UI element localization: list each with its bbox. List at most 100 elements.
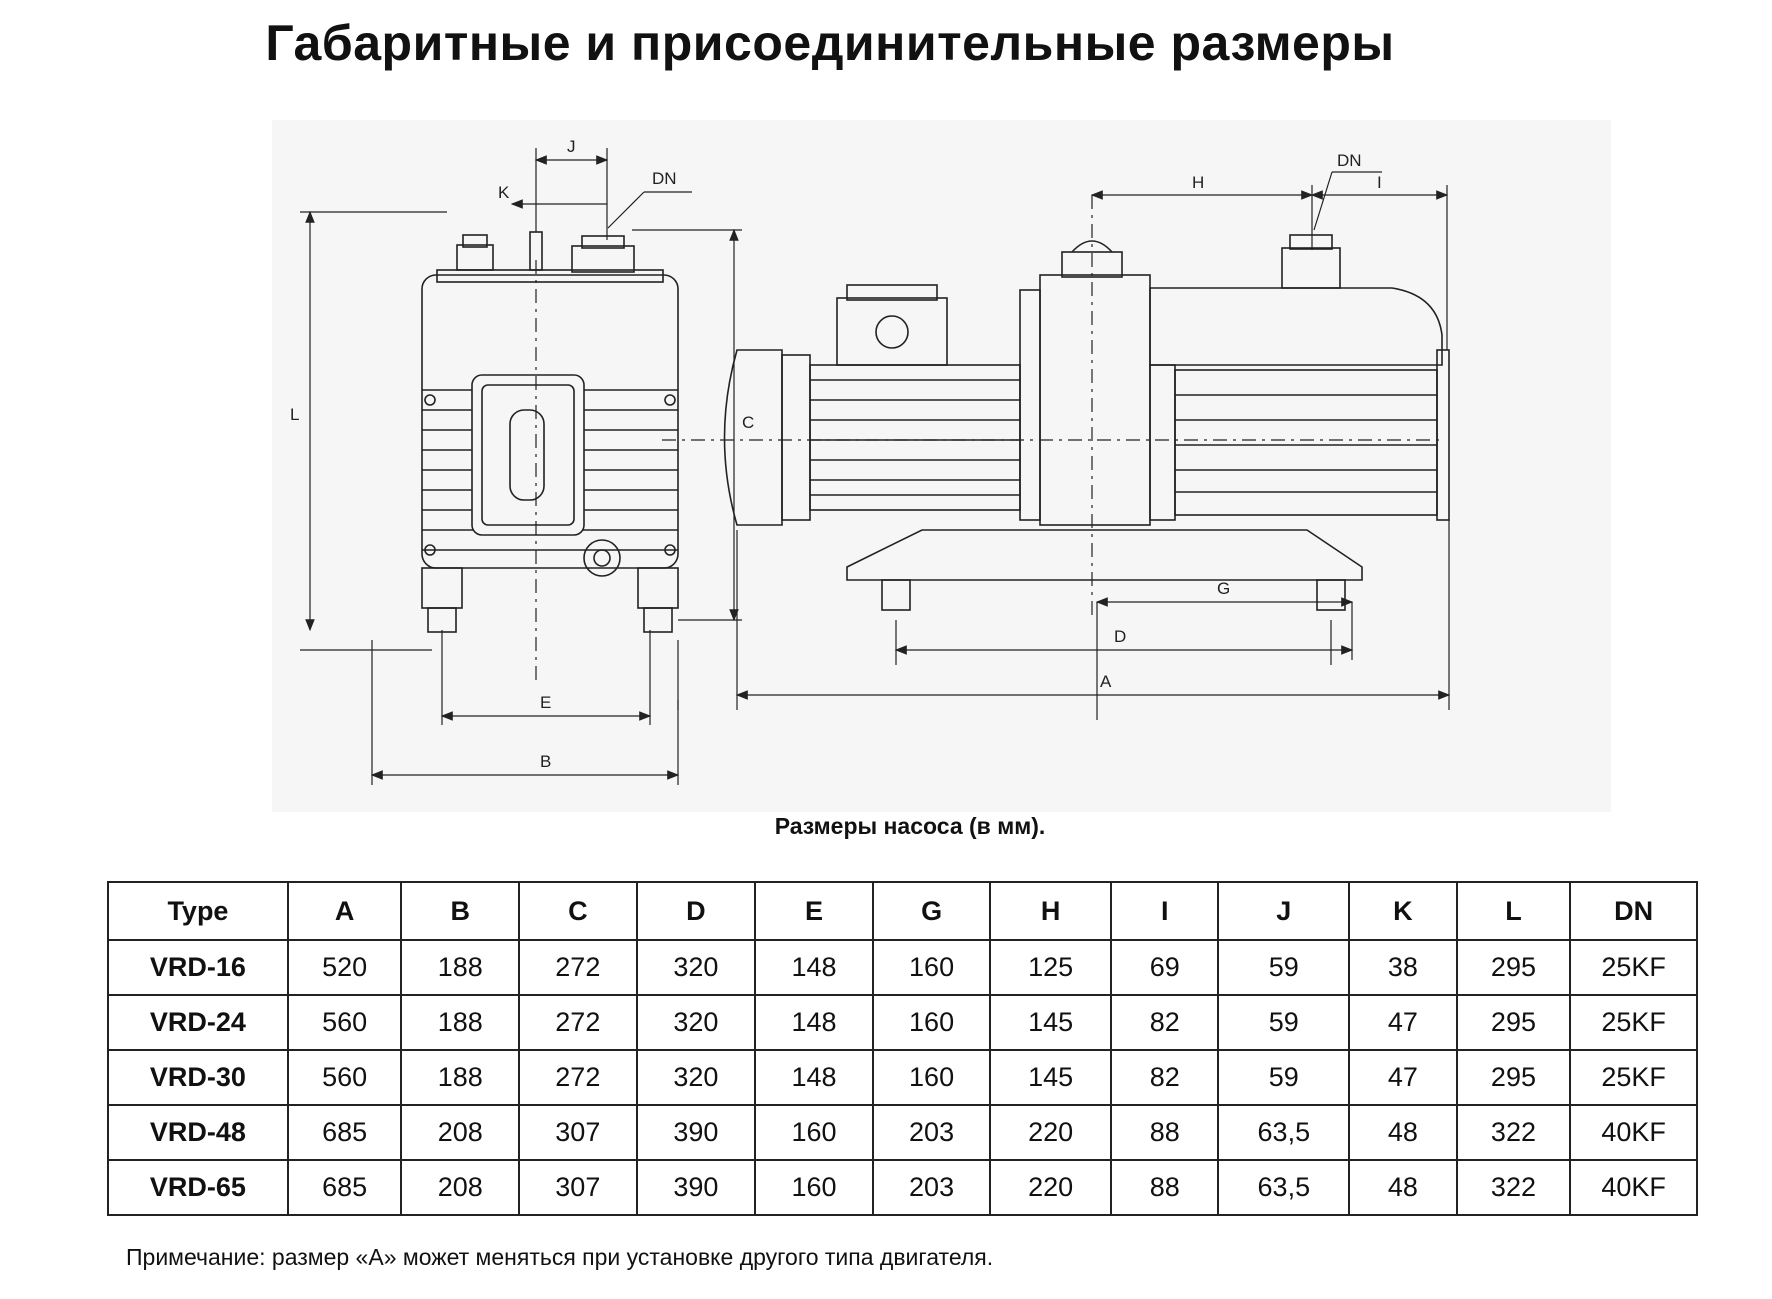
table-cell: 208 bbox=[400, 1159, 521, 1216]
table-cell: 25KF bbox=[1569, 1049, 1698, 1106]
table-row: VRD-16 520 188 272 320 148 160 125 69 59… bbox=[107, 939, 1698, 996]
table-cell: 47 bbox=[1348, 994, 1458, 1051]
table-cell: 47 bbox=[1348, 1049, 1458, 1106]
table-cell: 125 bbox=[989, 939, 1112, 996]
label-dn-side: DN bbox=[1337, 151, 1362, 170]
label-k: K bbox=[498, 183, 510, 202]
column-header: B bbox=[400, 881, 521, 941]
table-cell: 25KF bbox=[1569, 939, 1698, 996]
table-cell: 145 bbox=[989, 1049, 1112, 1106]
type-cell: VRD-16 bbox=[107, 939, 289, 996]
table-cell: 390 bbox=[635, 1159, 757, 1216]
label-c: C bbox=[742, 413, 754, 432]
label-j: J bbox=[567, 137, 576, 156]
technical-drawing-svg: J K DN L C E B DN H I G D A bbox=[290, 137, 1451, 785]
table-cell: 188 bbox=[400, 994, 521, 1051]
label-dn-front: DN bbox=[652, 169, 677, 188]
table-cell: 48 bbox=[1348, 1159, 1458, 1216]
table-cell: 203 bbox=[871, 1159, 992, 1216]
label-a: A bbox=[1100, 672, 1112, 691]
table-cell: 40KF bbox=[1569, 1159, 1698, 1216]
table-cell: 82 bbox=[1109, 1049, 1220, 1106]
table-cell: 160 bbox=[754, 1104, 874, 1161]
column-header: C bbox=[518, 881, 638, 941]
front-view bbox=[421, 231, 679, 633]
side-view bbox=[723, 234, 1450, 611]
table-cell: 307 bbox=[518, 1159, 638, 1216]
table-cell: 145 bbox=[989, 994, 1112, 1051]
column-header: J bbox=[1217, 881, 1351, 941]
table-header-row: Type A B C D E G H I J K L DN bbox=[107, 881, 1698, 941]
table-cell: 25KF bbox=[1569, 994, 1698, 1051]
table-cell: 320 bbox=[635, 1049, 757, 1106]
table-cell: 390 bbox=[635, 1104, 757, 1161]
label-g: G bbox=[1217, 579, 1230, 598]
label-d: D bbox=[1114, 627, 1126, 646]
label-i: I bbox=[1377, 173, 1382, 192]
type-cell: VRD-24 bbox=[107, 994, 289, 1051]
table-cell: 63,5 bbox=[1217, 1159, 1351, 1216]
table-cell: 320 bbox=[635, 939, 757, 996]
table-cell: 295 bbox=[1455, 1049, 1572, 1106]
table-cell: 188 bbox=[400, 1049, 521, 1106]
table-cell: 295 bbox=[1455, 994, 1572, 1051]
table-row: VRD-24 560 188 272 320 148 160 145 82 59… bbox=[107, 994, 1698, 1051]
pump-dimension-drawing: J K DN L C E B DN H I G D A bbox=[272, 120, 1611, 812]
table-cell: 82 bbox=[1109, 994, 1220, 1051]
table-cell: 88 bbox=[1109, 1104, 1220, 1161]
table-cell: 160 bbox=[871, 939, 992, 996]
column-header: A bbox=[286, 881, 403, 941]
label-e: E bbox=[540, 693, 551, 712]
table-cell: 220 bbox=[989, 1159, 1112, 1216]
table-cell: 59 bbox=[1217, 939, 1351, 996]
table-cell: 63,5 bbox=[1217, 1104, 1351, 1161]
table-row: VRD-48 685 208 307 390 160 203 220 88 63… bbox=[107, 1104, 1698, 1161]
column-header: DN bbox=[1569, 881, 1698, 941]
table-cell: 160 bbox=[754, 1159, 874, 1216]
column-header: G bbox=[871, 881, 992, 941]
type-cell: VRD-65 bbox=[107, 1159, 289, 1216]
table-cell: 88 bbox=[1109, 1159, 1220, 1216]
footnote: Примечание: размер «А» может меняться пр… bbox=[126, 1244, 994, 1270]
dimensions-table: Type A B C D E G H I J K L DN VRD-16 520… bbox=[107, 881, 1698, 1216]
table-cell: 322 bbox=[1455, 1159, 1572, 1216]
page-title: Габаритные и присоединительные размеры bbox=[265, 15, 1395, 71]
table-cell: 148 bbox=[754, 1049, 874, 1106]
column-header: E bbox=[754, 881, 874, 941]
table-cell: 560 bbox=[286, 1049, 403, 1106]
column-header: I bbox=[1109, 881, 1220, 941]
table-cell: 148 bbox=[754, 939, 874, 996]
table-row: VRD-30 560 188 272 320 148 160 145 82 59… bbox=[107, 1049, 1698, 1106]
table-cell: 685 bbox=[286, 1159, 403, 1216]
table-cell: 685 bbox=[286, 1104, 403, 1161]
column-header: Type bbox=[107, 881, 289, 941]
table-cell: 220 bbox=[989, 1104, 1112, 1161]
table-cell: 208 bbox=[400, 1104, 521, 1161]
table-cell: 322 bbox=[1455, 1104, 1572, 1161]
table-cell: 40KF bbox=[1569, 1104, 1698, 1161]
table-cell: 148 bbox=[754, 994, 874, 1051]
column-header: L bbox=[1455, 881, 1572, 941]
label-b: B bbox=[540, 752, 551, 771]
column-header: D bbox=[635, 881, 757, 941]
table-cell: 160 bbox=[871, 994, 992, 1051]
table-cell: 307 bbox=[518, 1104, 638, 1161]
table-cell: 59 bbox=[1217, 994, 1351, 1051]
table-cell: 520 bbox=[286, 939, 403, 996]
table-cell: 320 bbox=[635, 994, 757, 1051]
table-cell: 160 bbox=[871, 1049, 992, 1106]
label-h: H bbox=[1192, 173, 1204, 192]
table-cell: 48 bbox=[1348, 1104, 1458, 1161]
table-cell: 69 bbox=[1109, 939, 1220, 996]
type-cell: VRD-48 bbox=[107, 1104, 289, 1161]
label-l: L bbox=[290, 405, 299, 424]
table-cell: 188 bbox=[400, 939, 521, 996]
type-cell: VRD-30 bbox=[107, 1049, 289, 1106]
table-cell: 272 bbox=[518, 939, 638, 996]
table-cell: 59 bbox=[1217, 1049, 1351, 1106]
table-cell: 38 bbox=[1348, 939, 1458, 996]
table-cell: 272 bbox=[518, 1049, 638, 1106]
table-cell: 272 bbox=[518, 994, 638, 1051]
drawing-caption: Размеры насоса (в мм). bbox=[774, 813, 1046, 839]
table-cell: 560 bbox=[286, 994, 403, 1051]
